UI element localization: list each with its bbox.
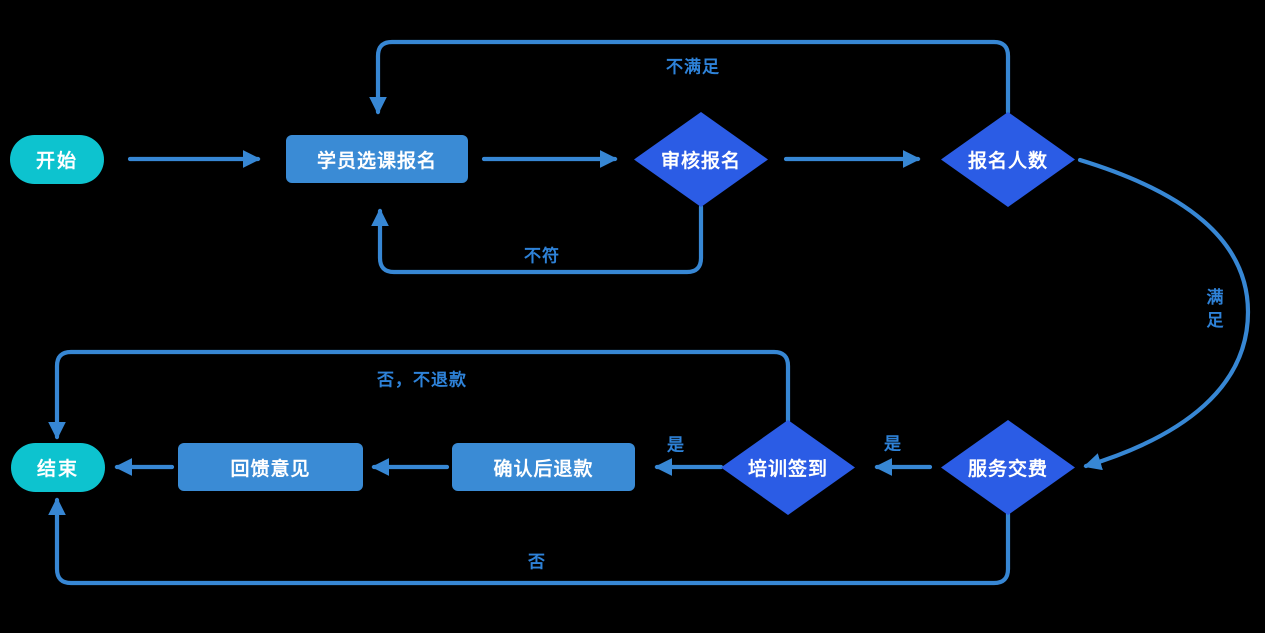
edge-label-not-satisfied: 不满足 [666, 57, 720, 77]
node-start[interactable]: 开始 [10, 135, 104, 184]
edge-label-yes-payment: 是 [884, 434, 902, 454]
edge-count-to-enroll-loop [369, 39, 1011, 115]
edge-review-to-enroll-loop [371, 204, 704, 275]
edge-label-satisfied: 满足 [1203, 288, 1223, 334]
edge-count-to-payment-curve [1077, 157, 1251, 471]
edge-label-no-refund: 否，不退款 [377, 370, 467, 390]
edge-label-no: 否 [528, 552, 546, 572]
edge-label-mismatch: 不符 [524, 246, 560, 266]
edge-payment-to-end-loop [48, 497, 1011, 586]
edge-checkin-to-end-loop [48, 349, 791, 440]
node-course-enrollment[interactable]: 学员选课报名 [286, 135, 468, 183]
node-end[interactable]: 结束 [11, 443, 105, 492]
node-feedback[interactable]: 回馈意见 [178, 443, 363, 491]
edge-label-yes-checkin: 是 [667, 435, 685, 455]
node-confirm-refund[interactable]: 确认后退款 [452, 443, 635, 491]
